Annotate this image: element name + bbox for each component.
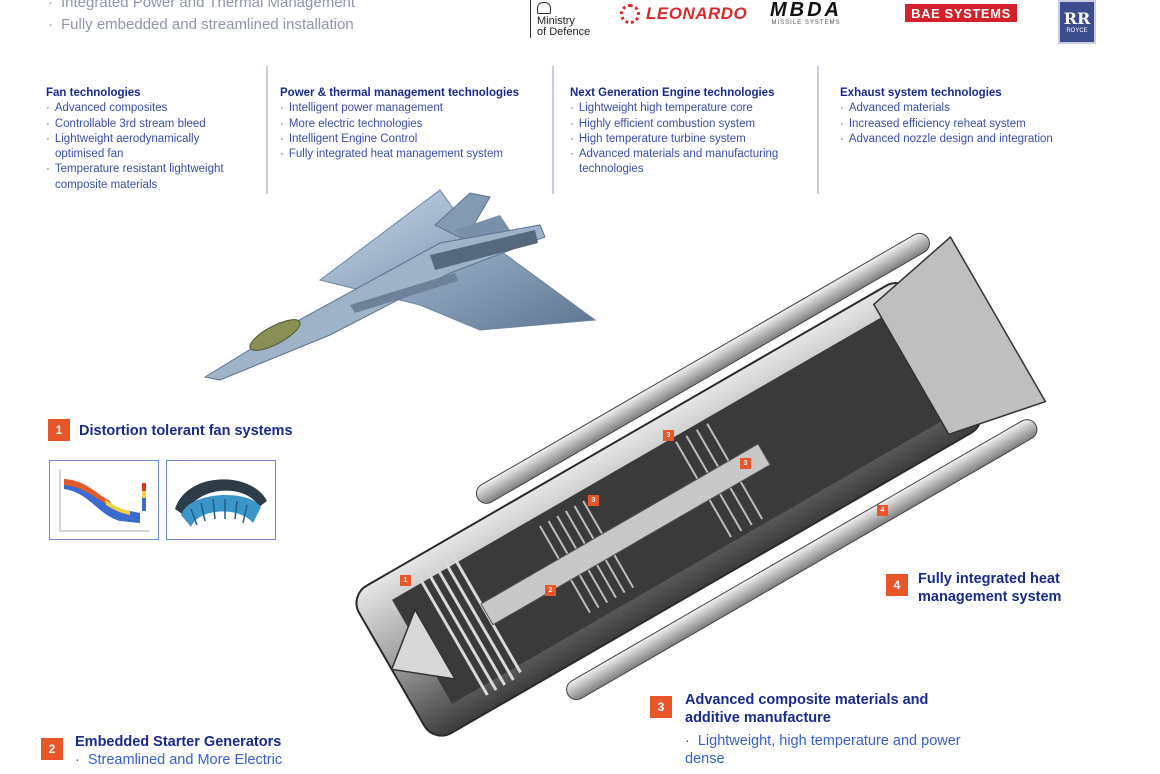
feature-title: Distortion tolerant fan systems — [79, 423, 293, 439]
tech-column-power-thermal: Power & thermal management technologies … — [280, 86, 545, 162]
column-divider — [552, 66, 554, 194]
feature-title: Fully integrated heat management system — [918, 571, 1062, 605]
mbda-logo-text: MBDA — [770, 0, 842, 21]
mbda-logo-subtext: MISSILE SYSTEMS — [771, 20, 841, 26]
feature-bullet: ·Lightweight, high temperature and power… — [685, 733, 961, 767]
engine-marker: 3 — [588, 495, 599, 506]
cfd-plot-image — [59, 469, 150, 532]
rr-logo-text: RR — [1063, 9, 1091, 28]
rolls-royce-logo: RR ROYCE — [1058, 0, 1096, 44]
tech-item: Lightweight aerodynamically optimised fa… — [46, 132, 235, 163]
fan-simulation-thumbnail — [49, 460, 159, 540]
crest-icon — [537, 2, 551, 14]
tech-item: High temperature turbine system — [570, 132, 810, 147]
feature-bullet-text: Lightweight, high temperature and power … — [685, 733, 961, 767]
ministry-of-defence-logo: Ministry of Defence — [530, 0, 600, 38]
mod-logo-text: Ministry of Defence — [537, 15, 591, 38]
intro-bullet: Integrated Power and Thermal Management — [48, 0, 355, 14]
feature-number-badge: 1 — [48, 419, 70, 441]
leonardo-logo: LEONARDO — [620, 2, 747, 26]
fan-blade-thumbnail — [166, 460, 276, 540]
engine-marker: 3 — [663, 430, 674, 441]
intro-bullet-list: Integrated Power and Thermal Management … — [48, 0, 355, 36]
tech-column-title: Fan technologies — [46, 87, 141, 99]
engine-marker: 1 — [400, 575, 411, 586]
feature-title: Advanced composite materials and additiv… — [685, 692, 929, 726]
tech-column-title: Next Generation Engine technologies — [570, 87, 775, 99]
fan-blade-render-image — [175, 479, 267, 527]
tech-column-exhaust: Exhaust system technologies Advanced mat… — [840, 86, 1100, 147]
tech-column-title: Exhaust system technologies — [840, 87, 1002, 99]
feature-number-badge: 2 — [41, 738, 63, 760]
engine-cutaway-illustration — [355, 232, 1047, 737]
tech-item: More electric technologies — [280, 117, 545, 132]
intro-bullet: Fully embedded and streamlined installat… — [48, 14, 355, 36]
feature-number-badge: 3 — [650, 696, 672, 718]
engine-marker: 2 — [545, 585, 556, 596]
tech-item: Lightweight high temperature core — [570, 101, 810, 116]
tech-item: Advanced nozzle design and integration — [840, 132, 1100, 147]
column-divider — [266, 66, 268, 194]
feature-number-badge: 4 — [886, 574, 908, 596]
engine-marker: 3 — [740, 458, 751, 469]
tech-column-title: Power & thermal management technologies — [280, 87, 520, 99]
leonardo-mark-icon — [620, 4, 640, 24]
bae-systems-logo: BAE SYSTEMS — [905, 4, 1017, 22]
tech-item: Highly efficient combustion system — [570, 117, 810, 132]
tech-item: Increased efficiency reheat system — [840, 117, 1100, 132]
engine-marker: 4 — [877, 505, 888, 516]
tech-item: Fully integrated heat management system — [280, 147, 545, 162]
tech-item: Controllable 3rd stream bleed — [46, 117, 256, 132]
tech-item: Intelligent Engine Control — [280, 132, 545, 147]
bae-logo-text: BAE SYSTEMS — [911, 5, 1011, 21]
feature-bullet-text: Streamlined and More Electric — [87, 752, 283, 768]
tech-item: Advanced materials — [840, 101, 1100, 116]
leonardo-logo-text: LEONARDO — [646, 4, 748, 23]
tech-item: Temperature resistant lightweight compos… — [46, 162, 255, 193]
tech-column-next-gen-engine: Next Generation Engine technologies Ligh… — [570, 86, 810, 178]
feature-bullet: ·Streamlined and More Electric — [75, 752, 283, 768]
tech-column-fan: Fan technologies Advanced composites Con… — [46, 86, 256, 193]
tech-item: Advanced materials and manufacturing tec… — [570, 147, 809, 178]
feature-title: Embedded Starter Generators — [75, 734, 282, 750]
rr-logo-subtext: ROYCE — [1066, 28, 1088, 34]
mbda-logo: MBDA MISSILE SYSTEMS — [770, 0, 842, 26]
tech-item: Advanced composites — [46, 101, 256, 116]
tech-item: Intelligent power management — [280, 101, 545, 116]
fighter-jet-illustration — [203, 189, 597, 381]
column-divider — [817, 66, 819, 194]
